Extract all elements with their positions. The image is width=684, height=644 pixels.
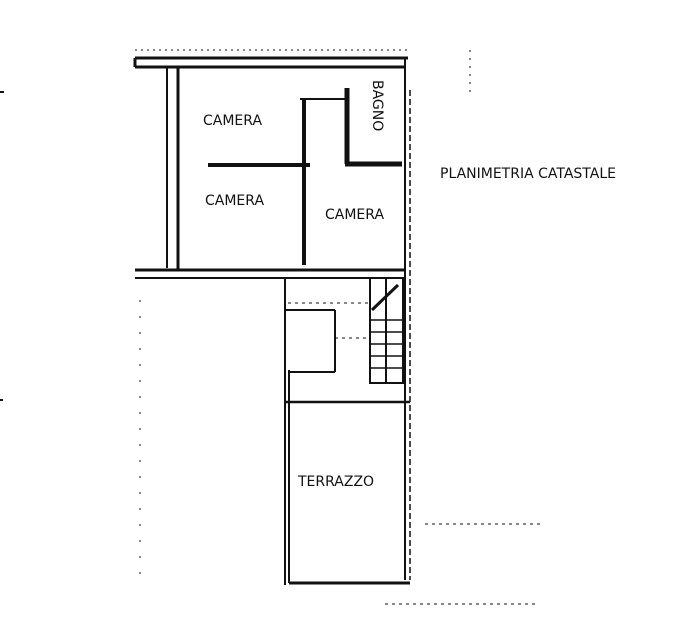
walls — [0, 49, 540, 605]
room-label-terrazzo: TERRAZZO — [298, 474, 375, 490]
room-label-bagno: BAGNO — [369, 80, 385, 132]
room-label-camera-3: CAMERA — [325, 207, 385, 223]
plan-title: PLANIMETRIA CATASTALE — [440, 166, 616, 182]
room-label-camera-2: CAMERA — [205, 193, 265, 209]
room-label-camera-1: CAMERA — [203, 113, 263, 129]
